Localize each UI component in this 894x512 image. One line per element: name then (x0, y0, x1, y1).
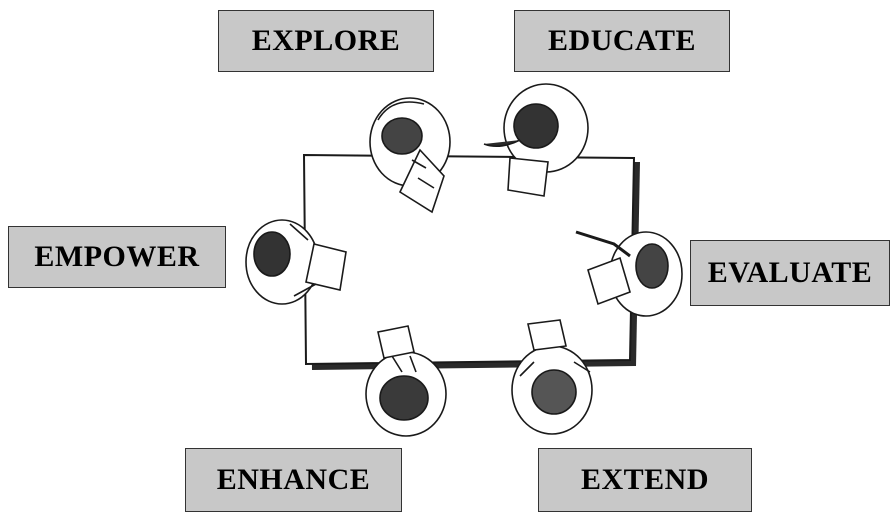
table (304, 155, 640, 370)
